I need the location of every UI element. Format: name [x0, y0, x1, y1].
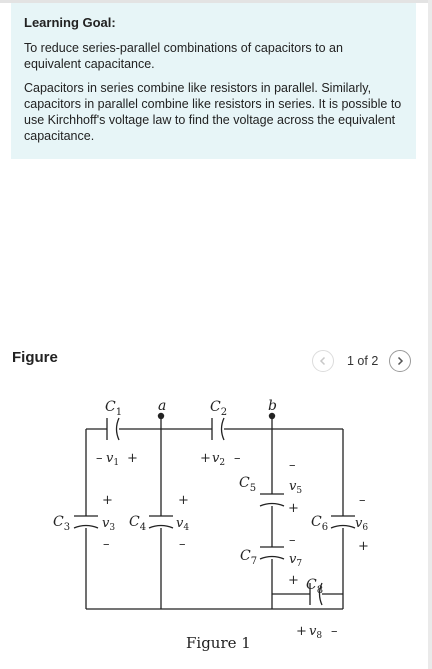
v8-plus: +	[296, 624, 307, 639]
v2-minus: –	[234, 451, 241, 466]
v1-minus: –	[96, 451, 103, 466]
c1-label: C1	[105, 399, 122, 418]
circuit-wires	[85, 417, 344, 610]
v4-plus: +	[178, 493, 189, 508]
v1-label: v1	[106, 451, 119, 468]
next-figure-button[interactable]	[389, 350, 411, 372]
prev-figure-button[interactable]	[312, 350, 334, 372]
top-rule	[0, 0, 432, 3]
v1-plus: +	[127, 451, 138, 466]
c4-plate-curved	[148, 524, 174, 529]
figure-caption: Figure 1	[186, 634, 251, 652]
v2-plus: +	[200, 451, 211, 466]
c3-plate-curved	[73, 524, 99, 529]
voltage-labels: – v1 + + v2 – + v3 – + v4 – – v5 + – v6 …	[96, 451, 369, 641]
c7-label: C7	[240, 548, 257, 567]
circuit-figure: a b C1 C2 C3 C4 C5 C6 C7 C8 – v1 + + v2 …	[53, 398, 369, 652]
chevron-left-icon	[319, 356, 326, 366]
v6-label: v6	[355, 516, 368, 533]
learning-goal-paragraph-1: To reduce series-parallel combinations o…	[24, 41, 343, 71]
node-b-dot	[268, 412, 276, 420]
v6-minus: –	[359, 493, 366, 508]
c4-label: C4	[129, 514, 146, 533]
v4-label: v4	[176, 516, 189, 533]
v7-plus: +	[288, 573, 299, 588]
pager-count: 1 of 2	[347, 354, 379, 368]
c3-label: C3	[53, 514, 70, 533]
c2-plate-curved	[220, 417, 225, 441]
chevron-right-icon	[397, 356, 404, 366]
v5-minus: –	[289, 458, 296, 473]
c5-label: C5	[239, 475, 256, 494]
v2-label: v2	[212, 451, 225, 468]
v5-plus: +	[288, 501, 299, 516]
capacitor-plates	[73, 417, 356, 606]
v3-minus: –	[103, 537, 110, 552]
c6-plate-curved	[330, 524, 356, 529]
v8-label: v8	[309, 624, 322, 641]
learning-goal-box: Learning Goal: To reduce series-parallel…	[11, 3, 416, 159]
c2-label: C2	[210, 399, 227, 418]
c8-plate-curved	[318, 582, 323, 606]
c8-label: C8	[306, 577, 323, 596]
v4-minus: –	[179, 537, 186, 552]
node-b-label: b	[268, 398, 277, 414]
learning-goal-paragraph-2: Capacitors in series combine like resist…	[24, 81, 402, 143]
node-a-label: a	[158, 398, 166, 414]
v7-minus: –	[289, 533, 296, 548]
c5-plate-curved	[259, 502, 285, 507]
figure-pager: 1 of 2	[312, 350, 416, 376]
v5-label: v5	[289, 479, 302, 496]
scroll-edge	[428, 0, 432, 669]
c7-plate-curved	[259, 555, 285, 560]
node-a-dot	[157, 412, 165, 420]
v6-plus: +	[358, 539, 369, 554]
v8-minus: –	[331, 624, 338, 639]
v3-label: v3	[102, 516, 115, 533]
learning-goal-title: Learning Goal:	[24, 15, 116, 30]
c1-plate-curved	[115, 417, 120, 441]
figure-title: Figure	[12, 349, 58, 366]
v7-label: v7	[289, 552, 302, 569]
c6-label: C6	[311, 514, 328, 533]
v3-plus: +	[102, 493, 113, 508]
